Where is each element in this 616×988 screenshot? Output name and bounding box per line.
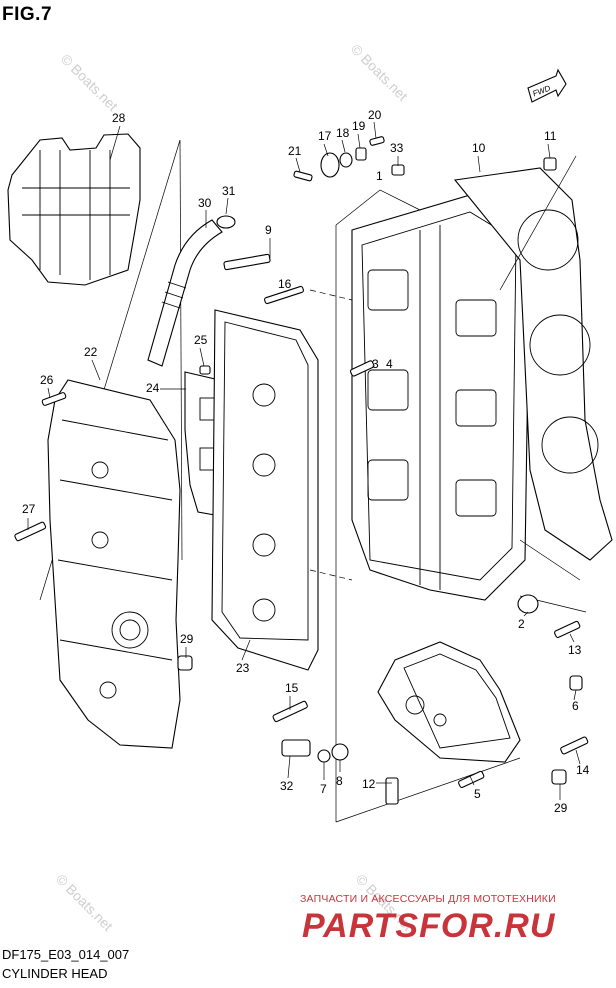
diagram-code: DF175_E03_014_007 — [2, 947, 130, 962]
cylinder-head-block — [351, 194, 531, 601]
cylinder-head-cover — [47, 379, 181, 749]
callout-30: 30 — [198, 196, 212, 210]
callout-26: 26 — [40, 373, 54, 387]
callout-13: 13 — [568, 643, 582, 657]
callout-22: 22 — [84, 345, 98, 359]
valve-cover-gasket — [211, 309, 319, 671]
breather-hose — [147, 215, 236, 367]
callout-25: 25 — [194, 333, 208, 347]
watermark-copyright: © Boats.net — [58, 51, 121, 114]
callout-3: 3 — [372, 357, 379, 371]
callout-20: 20 — [368, 108, 382, 122]
callout-28: 28 — [112, 111, 126, 125]
logo-text: PARTSFOR.RU — [302, 907, 556, 945]
callout-31: 31 — [222, 184, 236, 198]
callout-10: 10 — [472, 141, 486, 155]
watermark-copyright: © Boats.net — [348, 41, 411, 104]
figure-title: FIG.7 — [2, 4, 53, 25]
callout-16: 16 — [278, 277, 292, 291]
partsfor-logo: PARTSFOR.RU — [302, 907, 556, 945]
watermark-tagline: ЗАПЧАСТИ И АКСЕССУАРЫ ДЛЯ МОТОТЕХНИКИ — [300, 893, 556, 905]
callout-17: 17 — [318, 129, 332, 143]
callout-7: 7 — [320, 782, 327, 796]
callout-19: 19 — [352, 119, 366, 133]
engine-cover-upper — [7, 133, 141, 286]
callout-29-lower: 29 — [554, 801, 568, 815]
callout-33: 33 — [390, 141, 404, 155]
callout-18: 18 — [336, 126, 350, 140]
callout-8: 8 — [336, 774, 343, 788]
callout-labels: 1 2 3 4 5 6 7 8 9 10 11 12 13 14 15 16 1… — [22, 108, 590, 815]
diagram-name: CYLINDER HEAD — [2, 966, 108, 981]
leader-lines — [27, 121, 581, 800]
callout-5: 5 — [474, 787, 481, 801]
callout-6: 6 — [572, 699, 579, 713]
lower-housing — [377, 641, 521, 763]
forward-arrow-icon: FWD — [527, 68, 567, 103]
callout-9: 9 — [265, 223, 272, 237]
callout-2: 2 — [518, 617, 525, 631]
callout-12: 12 — [362, 777, 376, 791]
callout-24: 24 — [146, 381, 160, 395]
callout-4: 4 — [386, 357, 393, 371]
callout-23: 23 — [236, 661, 250, 675]
callout-29: 29 — [180, 632, 194, 646]
callout-14: 14 — [576, 763, 590, 777]
callout-11: 11 — [544, 129, 557, 143]
head-gasket — [453, 167, 613, 561]
callout-32: 32 — [280, 779, 294, 793]
callout-1: 1 — [376, 169, 383, 183]
callout-21: 21 — [288, 144, 302, 158]
callout-15: 15 — [285, 681, 299, 695]
callout-27: 27 — [22, 502, 36, 516]
watermark-copyright: © Boats.net — [53, 871, 116, 934]
